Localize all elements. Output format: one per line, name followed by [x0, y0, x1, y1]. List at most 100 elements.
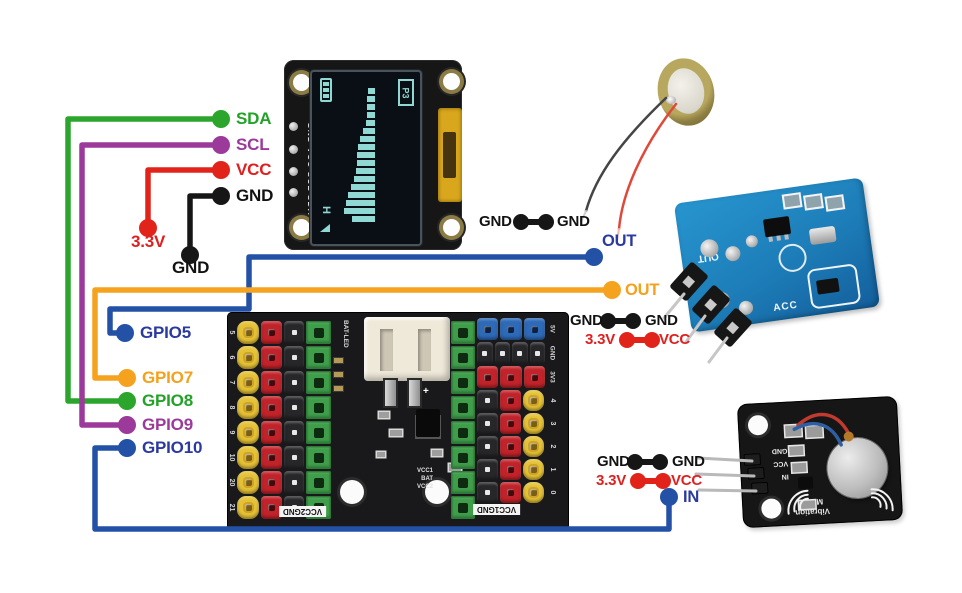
label-sensor-vcc: VCC	[659, 331, 691, 348]
header-pin-red	[261, 446, 282, 469]
header-pin-green	[306, 346, 331, 369]
wire-endpoint-dot	[660, 488, 678, 506]
header-pin-red	[500, 436, 521, 457]
left-header-block	[236, 320, 332, 520]
header-pin-yellow	[237, 396, 259, 419]
oled-pin-scl	[289, 167, 298, 176]
spectrum-bar	[354, 176, 375, 182]
vibration-arcs-right	[870, 488, 894, 512]
header-pin-red	[500, 413, 521, 434]
motor-vcc-jumper-dot	[655, 473, 671, 489]
net-vcc-to-3v3	[145, 167, 224, 231]
label-motor-gnd-right: GND	[672, 453, 705, 470]
pin-number: 2	[549, 444, 556, 449]
mounting-hole	[293, 219, 310, 236]
label-gnd-2: GND	[172, 258, 210, 277]
header-pin-blue	[500, 318, 522, 340]
wire-endpoint-dot	[212, 136, 230, 154]
wire-endpoint-dot	[585, 248, 603, 266]
header-pin-green	[451, 321, 475, 344]
spectrum-bar	[357, 152, 375, 158]
header-pin-green	[451, 496, 475, 519]
pin-label: 3V3	[549, 371, 556, 383]
right-header-block	[476, 389, 545, 504]
spectrum-bar	[366, 120, 375, 126]
component-outline	[776, 242, 809, 274]
mounting-hole	[443, 73, 460, 90]
oled-flex-connector	[438, 108, 462, 202]
smd-component	[390, 430, 402, 436]
header-pin-black	[284, 371, 304, 394]
motor-wires-and-arcs	[787, 412, 894, 515]
header-pin-black	[284, 471, 304, 494]
label-mid-gnd-right: GND	[557, 213, 590, 230]
header-pin-black	[477, 459, 498, 480]
header-pin-yellow	[523, 413, 544, 434]
spectrum-bar	[351, 184, 375, 190]
header-pin-red	[500, 482, 521, 503]
sensor-vcc-jumper-dot	[619, 332, 635, 348]
piezo-solder-joint	[666, 96, 676, 104]
label-gnd: GND	[236, 186, 274, 205]
bat-led-label: BAT-LED	[342, 320, 349, 348]
header-pin-black	[512, 342, 528, 364]
sensor-can-outline	[806, 263, 862, 310]
wire-endpoint-dot	[118, 392, 136, 410]
pin-number: 0	[549, 490, 556, 495]
screen-p3-text: P3	[400, 86, 411, 99]
led	[334, 372, 343, 377]
header-pin-black	[477, 390, 498, 411]
header-pin-green	[306, 321, 331, 344]
glue-blob	[843, 431, 854, 442]
spectrum-bar	[348, 192, 375, 198]
header-pin-yellow	[237, 446, 259, 469]
oled-display-module: GND VCC SCL SDA P3 H	[284, 60, 462, 250]
label-scl: SCL	[236, 135, 270, 154]
power-header-row	[476, 341, 546, 365]
spectrum-bar	[368, 88, 375, 94]
connector-prong	[385, 380, 396, 406]
board-power-silkscreen: VCC1 BAT VCC2	[383, 467, 433, 491]
label-motor-gnd-left: GND	[597, 453, 630, 470]
mounting-hole	[443, 219, 460, 236]
battery-connector	[364, 317, 450, 381]
header-pin-black	[284, 396, 304, 419]
pin-label: GND	[549, 345, 556, 361]
pin-number: 1	[549, 467, 556, 472]
led	[334, 358, 343, 363]
piezo-disc	[650, 52, 722, 132]
motor-gnd-jumper-dot	[652, 454, 668, 470]
header-pin-red	[477, 366, 499, 388]
label-gpio8: GPIO8	[142, 391, 193, 410]
green-terminal-column	[450, 320, 476, 520]
ic-chip	[416, 409, 440, 437]
header-pin-black	[477, 436, 498, 457]
smd-component	[377, 452, 385, 457]
led	[334, 386, 343, 391]
wire-endpoint-dot	[118, 416, 136, 434]
power-header-row	[476, 365, 546, 389]
solder-joint	[724, 245, 742, 263]
header-pin-green	[451, 346, 475, 369]
pin-number: 3	[549, 421, 556, 426]
header-pin-yellow	[237, 421, 259, 444]
oled-screen: P3 H	[312, 72, 420, 244]
wire-endpoint-dot	[212, 161, 230, 179]
label-gpio5: GPIO5	[140, 323, 191, 342]
oled-pin-vcc	[289, 145, 298, 154]
header-pin-green	[451, 371, 475, 394]
piezo-gnd-jumper-dot	[538, 214, 554, 230]
vcc1gnd-sticker: VCC1GND	[473, 504, 521, 515]
label-mid-gnd-left: GND	[479, 213, 512, 230]
header-pin-red	[500, 366, 522, 388]
smd-pad	[824, 194, 846, 212]
smd-pad	[781, 192, 803, 210]
spectrum-bar	[357, 160, 375, 166]
label-gpio7: GPIO7	[142, 368, 193, 387]
header-pin-black	[477, 482, 498, 503]
label-sensor-gnd-left: GND	[570, 312, 603, 329]
bat-label: BAT	[421, 476, 433, 482]
mounting-hole	[293, 74, 310, 91]
